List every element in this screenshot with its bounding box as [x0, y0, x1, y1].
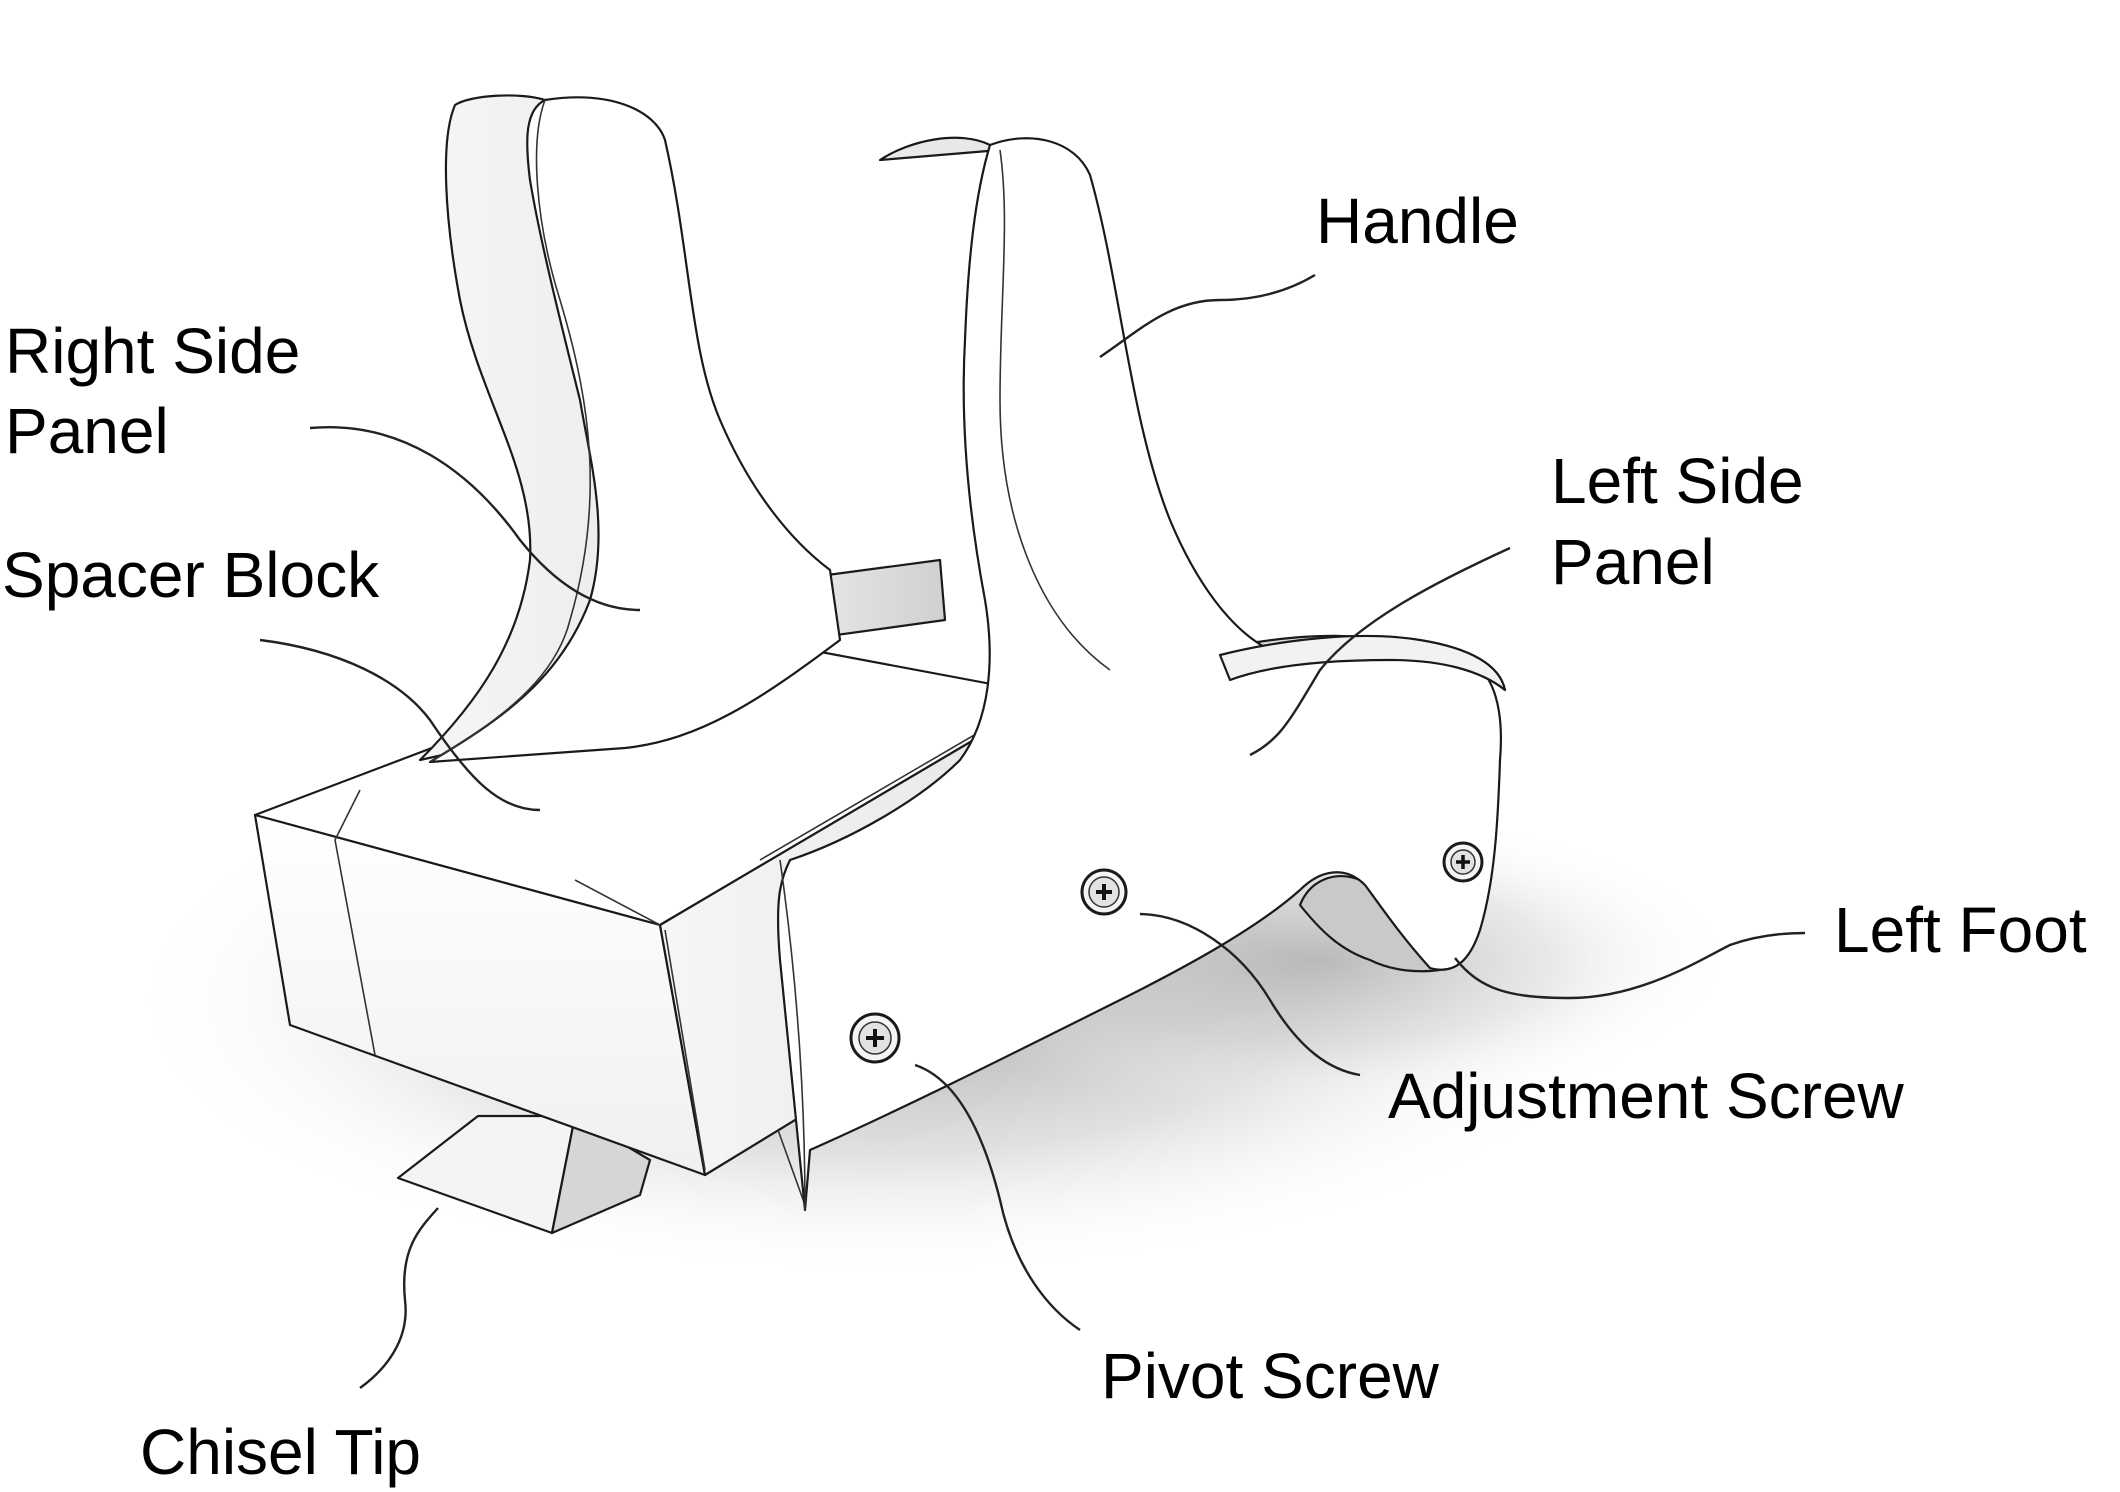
leader-handle — [1099, 273, 1316, 358]
leader-lines — [259, 273, 1806, 1389]
adjustment-screw — [1080, 868, 1128, 916]
label-right-side-panel-line1: Right Side — [5, 315, 300, 387]
leader-spacer-block — [259, 638, 541, 812]
leader-left-foot — [1454, 931, 1806, 1000]
labels: Handle Right Side Panel Spacer Block Lef… — [2, 185, 2087, 1488]
leader-adjustment-screw — [1139, 912, 1361, 1077]
label-spacer-block: Spacer Block — [2, 539, 380, 611]
right-side-panel — [418, 94, 842, 764]
label-left-side-panel-line2: Panel — [1551, 526, 1715, 598]
label-left-foot: Left Foot — [1834, 894, 2087, 966]
pivot-screw — [849, 1012, 901, 1064]
leader-pivot-screw — [914, 1063, 1081, 1331]
rear-screw — [1442, 841, 1484, 883]
label-pivot-screw: Pivot Screw — [1101, 1340, 1440, 1412]
label-right-side-panel-line2: Panel — [5, 395, 169, 467]
label-left-side-panel-line1: Left Side — [1551, 445, 1804, 517]
label-chisel-tip: Chisel Tip — [140, 1416, 421, 1488]
leader-right-side-panel — [309, 425, 641, 612]
leader-chisel-tip — [359, 1207, 439, 1389]
label-adjustment-screw: Adjustment Screw — [1388, 1060, 1905, 1132]
left-side-panel — [776, 136, 1507, 1212]
label-handle: Handle — [1316, 185, 1519, 257]
leader-left-side-panel — [1249, 546, 1511, 757]
